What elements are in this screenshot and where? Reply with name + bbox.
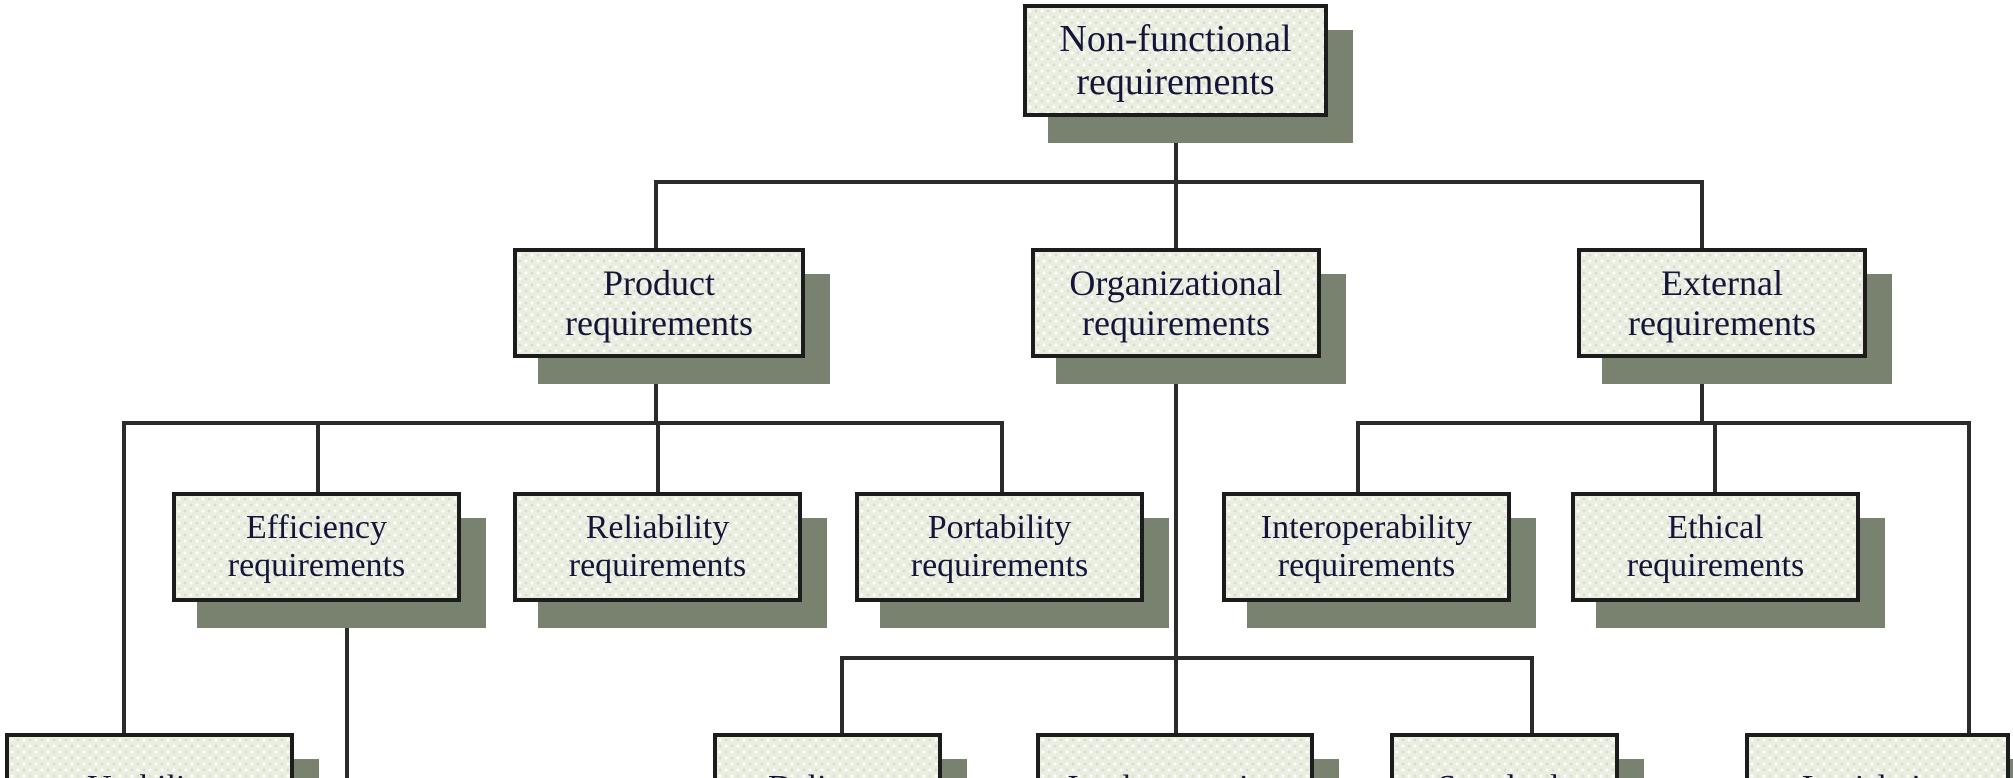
node-label-delivery: Delivery [717,769,938,778]
node-efficiency[interactable]: Efficiency requirements [172,492,461,602]
connector-drop-organizational [1174,180,1178,250]
node-label-legislative: Legislative [1749,769,2006,778]
node-label-standards: Standards [1394,769,1615,778]
node-label-ethical: Ethical requirements [1626,508,1805,584]
node-external[interactable]: External requirements [1577,248,1867,358]
connector-bus-level2 [654,180,1704,184]
connector-product-stem [654,358,658,425]
node-organizational[interactable]: Organizational requirements [1031,248,1321,358]
node-label-organizational: Organizational requirements [1069,262,1283,343]
connector-bus-external [1356,421,1971,425]
connector-bus-product [122,421,1004,425]
connector-drop-portability [1000,421,1004,494]
connector-drop-standards [1530,656,1534,735]
node-label-implementation: Implementation [1040,769,1310,778]
node-label-product: Product requirements [565,262,753,343]
node-ethical[interactable]: Ethical requirements [1571,492,1860,602]
node-label-portability: Portability requirements [910,508,1089,584]
node-label-external: External requirements [1628,262,1816,343]
node-root[interactable]: Non-functional requirements [1023,4,1328,117]
node-portability[interactable]: Portability requirements [855,492,1144,602]
node-legislative[interactable]: Legislative [1745,733,2010,778]
node-standards[interactable]: Standards [1390,733,1619,778]
node-label-reliability: Reliability requirements [568,508,747,584]
connector-organizational-stem [1174,358,1178,658]
connector-drop-external [1700,180,1704,250]
node-implementation[interactable]: Implementation [1036,733,1314,778]
node-usability[interactable]: Usability [5,733,294,778]
connector-bus-organizational [840,656,1534,660]
node-label-root: Non-functional requirements [1059,17,1292,103]
node-delivery[interactable]: Delivery [713,733,942,778]
node-reliability[interactable]: Reliability requirements [513,492,802,602]
connector-drop-efficiency [316,421,320,494]
connector-drop-interoperability [1356,421,1360,494]
node-interoperability[interactable]: Interoperability requirements [1222,492,1511,602]
connector-drop-usability [122,421,126,735]
connector-efficiency-stem [345,602,349,778]
node-label-usability: Usability [9,769,290,778]
connector-root-stem [1174,117,1178,184]
connector-drop-reliability [656,421,660,494]
connector-drop-delivery [840,656,844,735]
connector-drop-legislative [1967,421,1971,735]
connector-external-stem [1700,358,1704,425]
node-label-interoperability: Interoperability requirements [1260,508,1473,584]
connector-drop-implementation [1174,656,1178,735]
node-product[interactable]: Product requirements [513,248,805,358]
connector-drop-product [654,180,658,250]
connector-drop-ethical [1713,421,1717,494]
node-label-efficiency: Efficiency requirements [227,508,406,584]
